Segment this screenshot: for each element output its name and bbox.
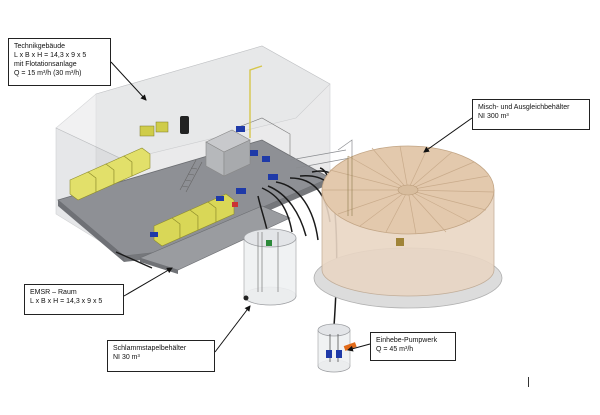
label-sludge-tank: Schlammstapelbehälter NI 30 m³ (107, 340, 215, 372)
label-schlamm-line2: NI 30 m³ (113, 354, 140, 361)
blue-pumps (150, 126, 278, 237)
label-einhebe-line1: Einhebe-Pumpwerk (376, 337, 438, 344)
label-mixing-tank: Misch- und Ausgleichbehälter NI 300 m³ (472, 99, 590, 130)
ibc-containers-row-1 (69, 147, 151, 201)
label-technik-line3: mit Flotationsanlage (14, 61, 77, 68)
red-valve (232, 202, 238, 207)
label-misch-line2: NI 300 m³ (478, 113, 509, 120)
label-technical-building: Technikgebäude L x B x H = 14,3 x 9 x 5 … (8, 38, 111, 86)
dosing-units (139, 121, 169, 137)
label-schlamm-line1: Schlammstapelbehälter (113, 345, 187, 352)
label-pump-station: Einhebe-Pumpwerk Q = 45 m³/h (370, 332, 456, 361)
sludge-storage-tank (243, 228, 297, 306)
text-cursor-mark (528, 377, 529, 387)
label-technik-line1: Technikgebäude (14, 43, 65, 50)
pipe-bridge (289, 139, 353, 169)
leader-lines (110, 61, 473, 353)
label-technik-line4: Q = 15 m³/h (30 m³/h) (14, 70, 82, 77)
label-misch-line1: Misch- und Ausgleichbehälter (478, 104, 570, 111)
ibc-containers-row-2 (153, 193, 235, 247)
label-emsr-line1: EMSR – Raum (30, 289, 77, 296)
label-einhebe-line2: Q = 45 m³/h (376, 346, 414, 353)
label-technik-line2: L x B x H = 14,3 x 9 x 5 (14, 52, 87, 59)
label-emsr-line2: L x B x H = 14,3 x 9 x 5 (30, 298, 103, 305)
storage-drum (180, 116, 189, 134)
mixing-equalisation-tank (313, 145, 503, 309)
label-emsr-room: EMSR – Raum L x B x H = 14,3 x 9 x 5 (24, 284, 124, 315)
lifting-pump-station (317, 323, 357, 373)
flotation-unit (179, 65, 291, 193)
